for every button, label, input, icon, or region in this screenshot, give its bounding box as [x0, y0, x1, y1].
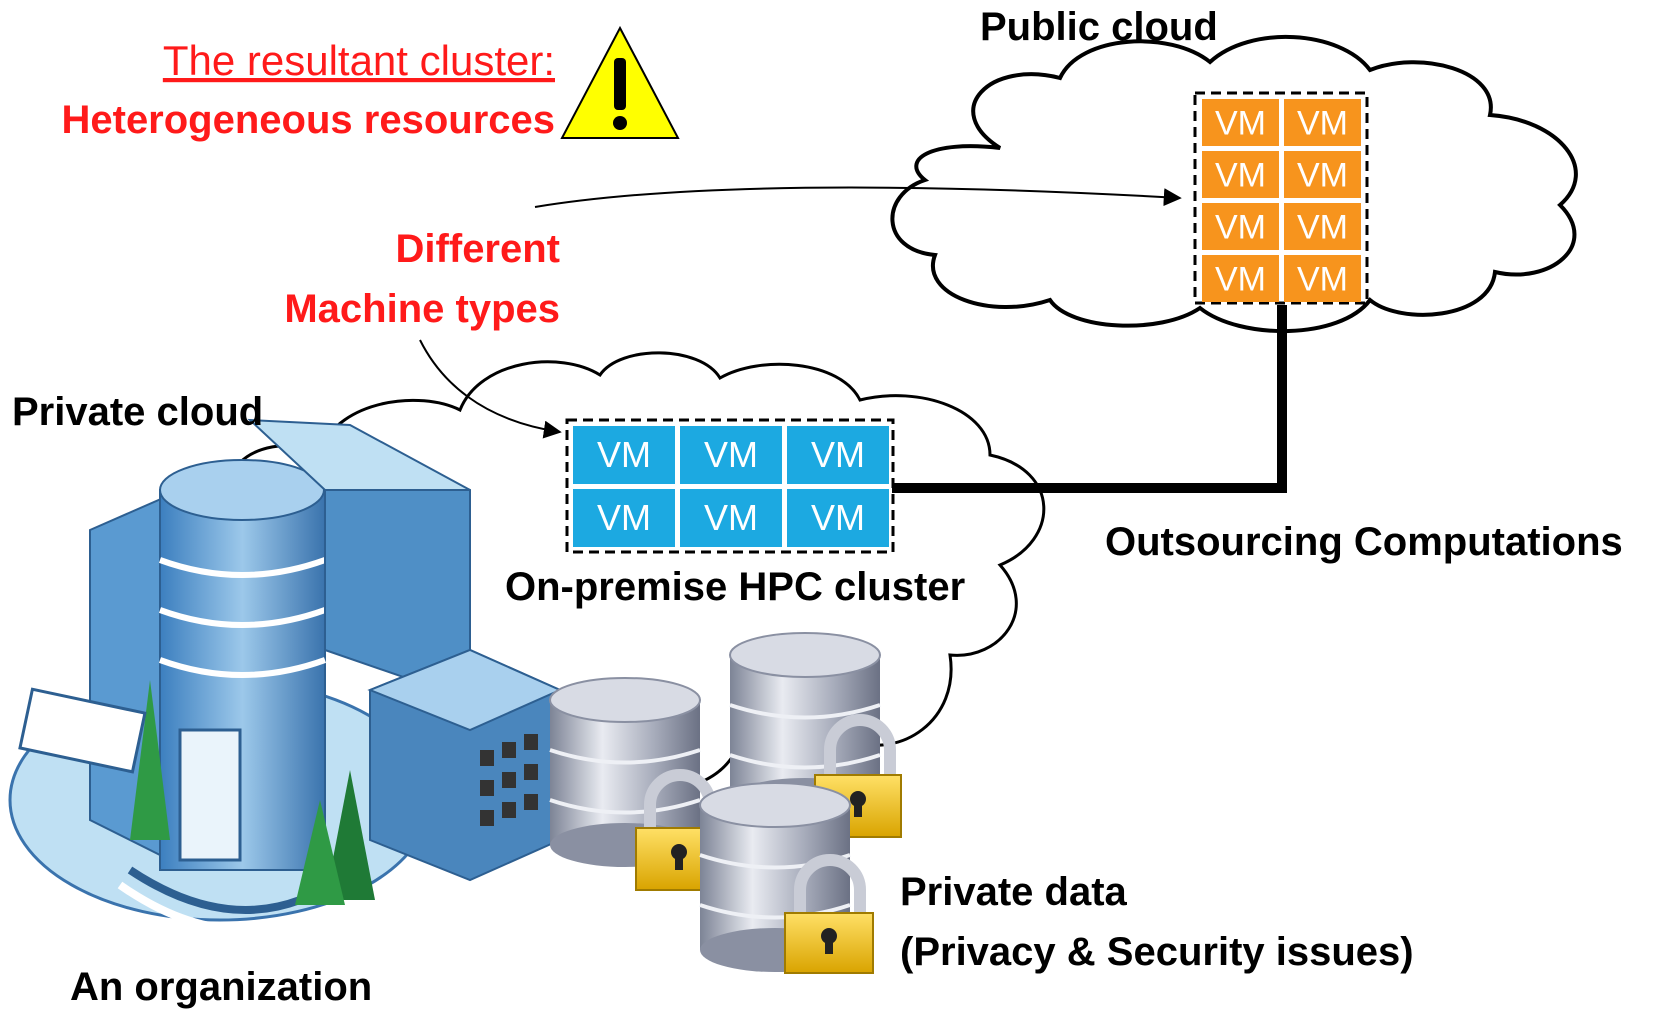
- public-vm-box: [1202, 99, 1279, 146]
- private-vm-label: VM: [811, 434, 865, 475]
- public-vm-grid: VM VM VM VM VM VM VM VM: [1202, 99, 1361, 302]
- private-vm-label: VM: [704, 497, 758, 538]
- heterogeneous-resources-label: Heterogeneous resources: [61, 98, 555, 142]
- private-vm-box: [787, 489, 889, 547]
- resultant-cluster-title: The resultant cluster:: [163, 37, 555, 84]
- private-data-label: Private data: [900, 870, 1128, 914]
- private-vm-box: [680, 426, 782, 484]
- lock-icon-front: [784, 854, 874, 974]
- public-vm-label: VM: [1215, 209, 1266, 247]
- outsourcing-computations-label: Outsourcing Computations: [1105, 520, 1623, 564]
- private-vm-label: VM: [597, 497, 651, 538]
- public-vm-label: VM: [1297, 261, 1348, 299]
- public-cluster-border: [1193, 91, 1369, 305]
- organization-label: An organization: [70, 965, 372, 1009]
- public-vm-box: [1284, 151, 1361, 198]
- database-icon-left: [549, 677, 701, 867]
- private-vm-box: [573, 489, 675, 547]
- private-vm-box: [787, 426, 889, 484]
- privacy-security-label: (Privacy & Security issues): [900, 930, 1414, 974]
- arrow-to-private-cluster: [419, 339, 562, 439]
- public-vm-box: [1202, 203, 1279, 250]
- private-cloud-label: Private cloud: [12, 390, 263, 434]
- private-vm-box: [680, 489, 782, 547]
- private-vm-label: VM: [811, 497, 865, 538]
- outsourcing-connection-line: [892, 305, 1287, 493]
- different-label: Different: [396, 227, 560, 271]
- private-vm-grid: VM VM VM VM VM VM: [573, 426, 889, 547]
- public-vm-box: [1202, 255, 1279, 302]
- public-vm-label: VM: [1297, 157, 1348, 195]
- public-vm-box: [1284, 255, 1361, 302]
- public-vm-box: [1284, 99, 1361, 146]
- private-vm-box: [573, 426, 675, 484]
- public-cloud-label: Public cloud: [980, 5, 1218, 49]
- private-cluster-border: [565, 418, 895, 554]
- organization-building-icon: [8, 418, 563, 934]
- public-vm-label: VM: [1215, 157, 1266, 195]
- public-vm-label: VM: [1297, 209, 1348, 247]
- machine-types-label: Machine types: [284, 287, 560, 331]
- private-vm-label: VM: [597, 434, 651, 475]
- public-vm-box: [1202, 151, 1279, 198]
- public-vm-label: VM: [1215, 261, 1266, 299]
- public-vm-label: VM: [1297, 105, 1348, 143]
- public-vm-label: VM: [1215, 105, 1266, 143]
- on-premise-cluster-label: On-premise HPC cluster: [505, 565, 965, 609]
- public-vm-box: [1284, 203, 1361, 250]
- warning-icon: [560, 25, 680, 139]
- arrow-to-public-cluster: [534, 186, 1182, 208]
- private-vm-label: VM: [704, 434, 758, 475]
